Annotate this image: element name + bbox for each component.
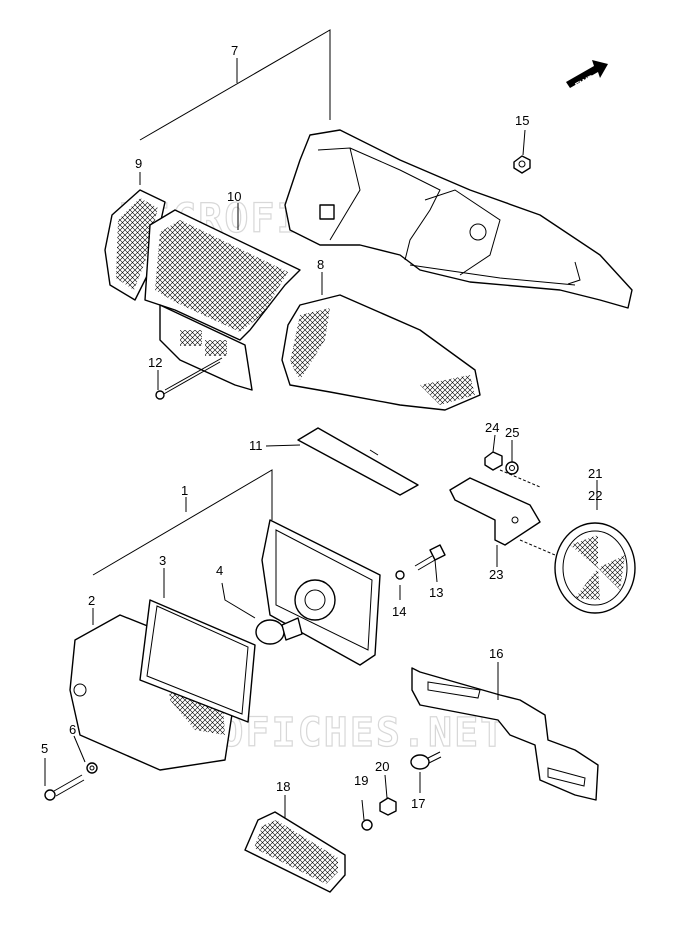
callout-1: 1 xyxy=(181,483,188,498)
leader-lines xyxy=(44,29,598,821)
callout-9: 9 xyxy=(135,156,142,171)
screw-5 xyxy=(44,774,85,801)
callout-21: 21 xyxy=(588,466,602,481)
callout-23: 23 xyxy=(489,567,503,582)
callout-18: 18 xyxy=(276,779,290,794)
fwd-label: FWD xyxy=(574,72,597,91)
fwd-arrow-icon: FWD xyxy=(566,60,608,91)
callout-24: 24 xyxy=(485,420,499,435)
callout-12: 12 xyxy=(148,355,162,370)
lower-cowl xyxy=(281,294,481,411)
washer-19 xyxy=(361,819,373,831)
license-bracket-16 xyxy=(411,667,599,801)
callout-6: 6 xyxy=(69,722,76,737)
callout-7: 7 xyxy=(231,43,238,58)
callout-2: 2 xyxy=(88,593,95,608)
callout-10: 10 xyxy=(227,189,241,204)
callout-13: 13 xyxy=(429,585,443,600)
nut-24 xyxy=(484,451,503,471)
callout-25: 25 xyxy=(505,425,519,440)
callout-15: 15 xyxy=(515,113,529,128)
round-reflector-21-22 xyxy=(519,522,636,614)
bolt-13 xyxy=(414,544,446,571)
callout-19: 19 xyxy=(354,773,368,788)
rear-reflector-18 xyxy=(244,811,346,893)
callout-11: 11 xyxy=(249,438,263,453)
reflector-plate-11 xyxy=(297,427,419,496)
nut-15 xyxy=(513,155,531,174)
bulb-4 xyxy=(255,617,303,645)
inner-lens xyxy=(144,209,301,391)
washer-14 xyxy=(395,570,405,580)
callout-22: 22 xyxy=(588,488,602,503)
callout-4: 4 xyxy=(216,563,223,578)
screw-12 xyxy=(155,357,223,400)
nut-20 xyxy=(379,797,397,816)
washer-25 xyxy=(505,461,519,475)
callout-16: 16 xyxy=(489,646,503,661)
washer-6 xyxy=(86,762,98,774)
bolt-17 xyxy=(410,751,442,770)
gasket-3 xyxy=(139,599,256,723)
callout-14: 14 xyxy=(392,604,406,619)
tail-cowl-housing xyxy=(284,129,633,309)
callout-3: 3 xyxy=(159,553,166,568)
bracket-23 xyxy=(449,469,541,546)
callout-5: 5 xyxy=(41,741,48,756)
callout-8: 8 xyxy=(317,257,324,272)
side-lens-left xyxy=(104,189,166,301)
callout-labels: 7 9 10 8 15 12 11 1 24 25 21 22 3 4 23 1… xyxy=(41,43,602,811)
lamp-body xyxy=(261,519,381,666)
callout-17: 17 xyxy=(411,796,425,811)
callout-20: 20 xyxy=(375,759,389,774)
